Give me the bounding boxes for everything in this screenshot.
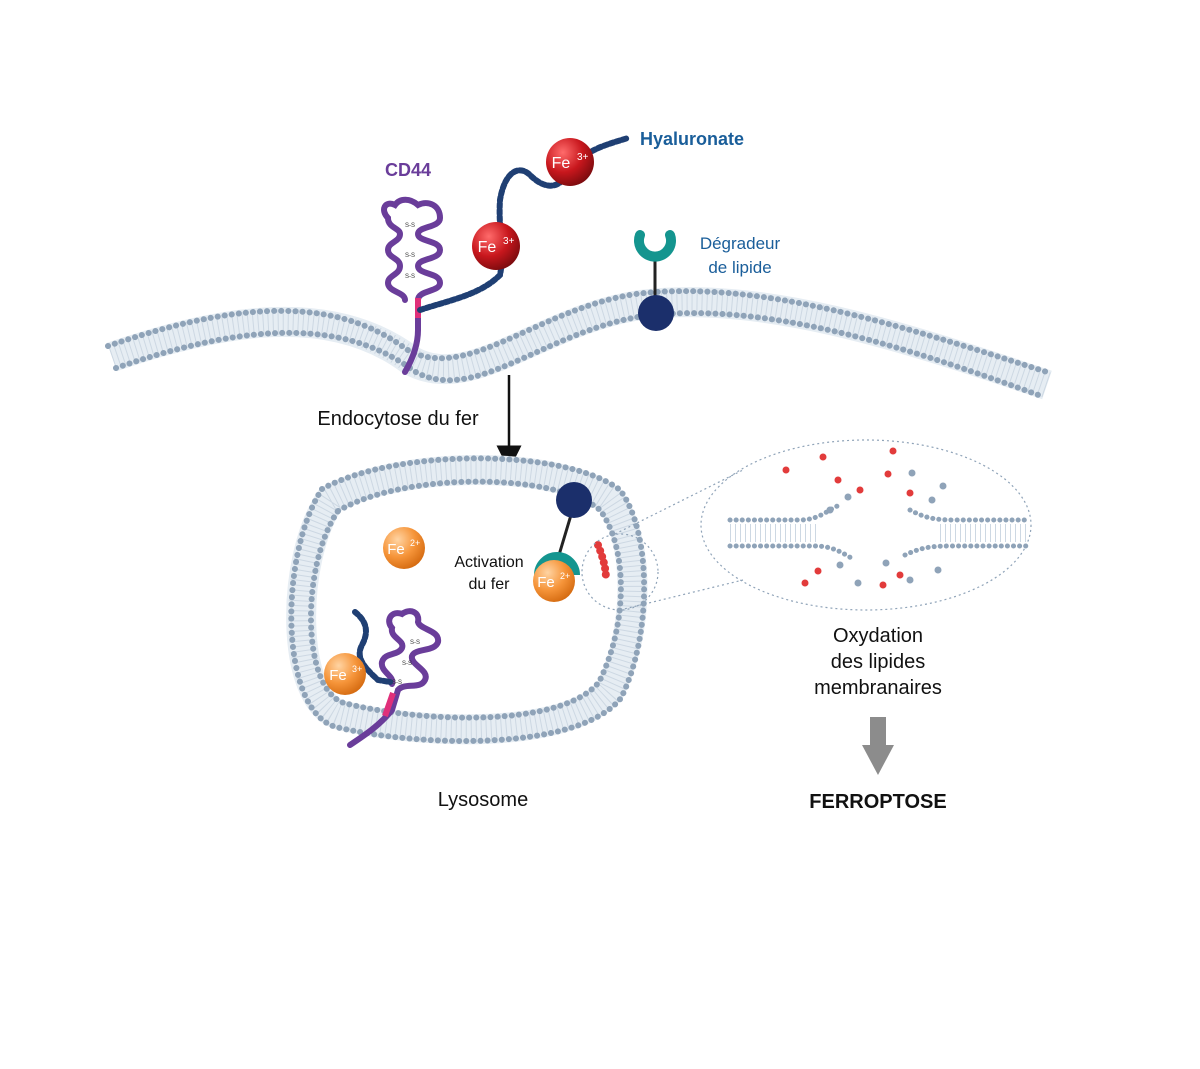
zoom-membrane-oxidation — [700, 439, 1032, 611]
hyaluronate-label: Hyaluronate — [640, 129, 744, 149]
fe2-symbol: Fe — [537, 574, 555, 591]
oxidation-label-line1: Oxydation — [833, 625, 923, 647]
oxidation-label-line2: des lipides — [831, 651, 926, 673]
fe3-ion: Fe 3+ — [472, 222, 520, 270]
disulfide-label: S-S — [405, 253, 415, 259]
degrader-label-line2: de lipide — [708, 258, 771, 277]
fe3-symbol: Fe — [478, 239, 497, 256]
cd44-label: CD44 — [385, 160, 431, 180]
fe3-ion-lysosome: Fe 3+ — [324, 653, 366, 695]
cd44-receptor-lysosome: S-S S-S S-S — [347, 608, 442, 748]
fe3-charge: 3+ — [577, 152, 589, 163]
down-arrow-icon — [862, 717, 894, 775]
lipid-degrader-lysosome: Fe 2+ — [533, 482, 592, 602]
zoom-connector — [581, 469, 744, 611]
fe2-charge: 2+ — [560, 571, 570, 581]
fe2-charge: 2+ — [410, 538, 420, 548]
disulfide-label: S-S — [405, 223, 415, 229]
disulfide-label: S-S — [392, 680, 402, 686]
disulfide-label: S-S — [405, 274, 415, 280]
disulfide-label: S-S — [402, 661, 412, 667]
disulfide-label: S-S — [410, 640, 420, 646]
activation-label-line2: du fer — [469, 576, 511, 593]
oxidation-label-line3: membranaires — [814, 677, 942, 699]
hyaluronate-chain — [417, 135, 631, 313]
ferroptose-label: FERROPTOSE — [809, 791, 946, 813]
fe3-charge: 3+ — [503, 236, 515, 247]
fe3-charge: 3+ — [352, 664, 362, 674]
plasma-membrane — [105, 287, 1053, 400]
lipid-degrader — [634, 230, 676, 331]
fe2-ion: Fe 2+ — [383, 527, 425, 569]
fe3-symbol: Fe — [329, 667, 347, 684]
lysosome-vesicle — [286, 455, 648, 745]
lipid-fragment — [782, 447, 947, 589]
degrader-label-line1: Dégradeur — [700, 234, 781, 253]
fe2-symbol: Fe — [387, 541, 405, 558]
activation-label-line1: Activation — [454, 554, 523, 571]
lysosome-label: Lysosome — [438, 789, 528, 811]
fe3-symbol: Fe — [552, 155, 571, 172]
fe3-ion: Fe 3+ — [546, 138, 594, 186]
endocytosis-label: Endocytose du fer — [317, 408, 479, 430]
